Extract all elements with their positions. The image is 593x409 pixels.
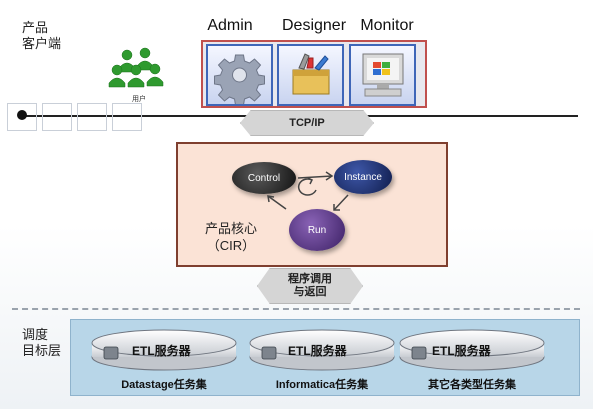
call-label-line2: 与返回 [293, 286, 327, 298]
etl-server-label[interactable]: ETL服务器 [132, 344, 191, 358]
client-label-line1: 产品 [22, 20, 49, 35]
monitor-tool-button[interactable] [349, 44, 416, 106]
gear-icon [214, 54, 265, 106]
run-node[interactable]: Run [289, 209, 345, 251]
toolbox-icon [292, 53, 330, 95]
tcp-ip-label: TCP/IP [289, 117, 325, 129]
tier-divider [12, 308, 580, 310]
designer-label: Designer [281, 17, 347, 34]
core-label: 产品核心 （CIR） [196, 220, 266, 254]
dispatch-tier-label: 调度 目标层 [22, 327, 61, 359]
etl-server-label[interactable]: ETL服务器 [432, 344, 491, 358]
core-flow-arrows [267, 171, 349, 211]
monitor-label: Monitor [360, 17, 414, 34]
control-node[interactable]: Control [232, 162, 296, 194]
datastage-set-label: Datastage任务集 [121, 379, 207, 391]
etl-server-label[interactable]: ETL服务器 [288, 344, 347, 358]
server-icon [103, 346, 427, 360]
client-slot[interactable] [7, 103, 37, 131]
dispatch-label-line1: 调度 [22, 327, 49, 342]
instance-label: Instance [344, 171, 382, 183]
control-label: Control [247, 172, 281, 184]
core-label-line2: （CIR） [206, 238, 256, 253]
call-return-connector: 程序调用 与返回 [257, 268, 363, 304]
client-tier-label: 产品 客户端 [22, 20, 61, 52]
other-set-label: 其它各类型任务集 [428, 379, 516, 391]
admin-tool-button[interactable] [206, 44, 273, 106]
dispatch-label-line2: 目标层 [22, 343, 62, 358]
designer-tool-button[interactable] [277, 44, 344, 106]
users-icon [105, 46, 175, 96]
instance-node[interactable]: Instance [334, 160, 392, 194]
admin-label: Admin [207, 17, 253, 34]
user-label: 用户 [132, 96, 146, 103]
core-label-line1: 产品核心 [204, 221, 257, 236]
client-slot[interactable] [112, 103, 142, 131]
tcp-ip-connector: TCP/IP [240, 110, 374, 136]
informatica-set-label: Informatica任务集 [275, 379, 369, 391]
client-slot[interactable] [42, 103, 72, 131]
run-label: Run [307, 224, 327, 236]
bus-endpoint [17, 110, 27, 120]
client-slot[interactable] [77, 103, 107, 131]
client-label-line2: 客户端 [22, 36, 62, 51]
call-label-line1: 程序调用 [288, 273, 332, 285]
computer-monitor-icon [362, 53, 404, 97]
etl-server-drums [91, 329, 545, 371]
